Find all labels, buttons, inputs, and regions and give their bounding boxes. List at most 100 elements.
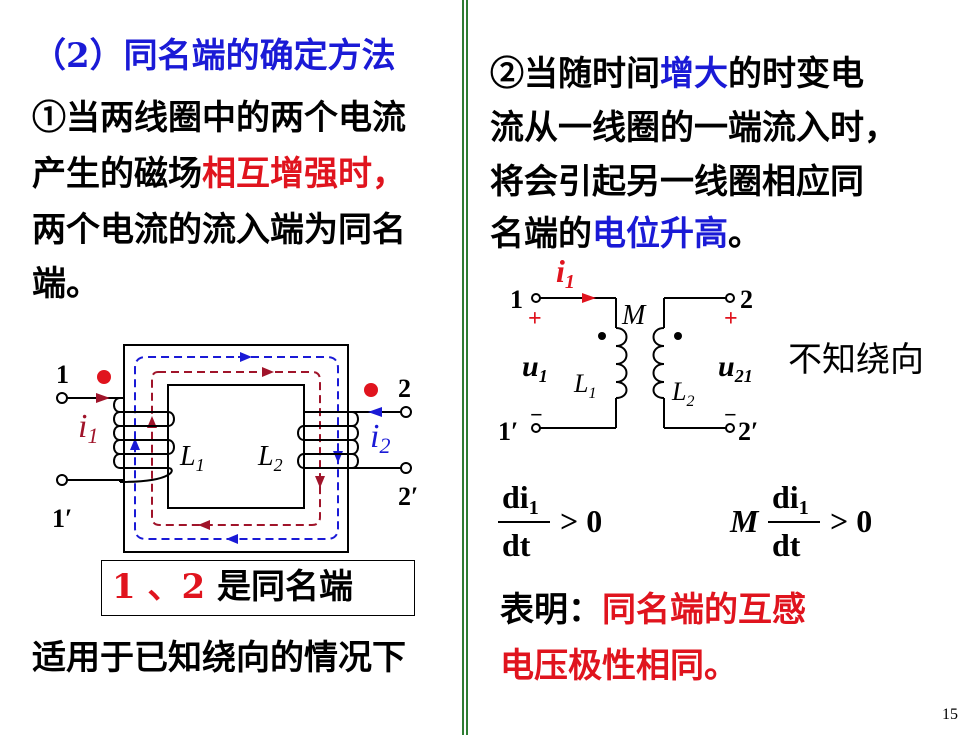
- i1-subscript: 1: [87, 423, 98, 448]
- highlight-potential-rise: 电位升高: [592, 214, 728, 254]
- L2-symbol: L: [257, 441, 274, 472]
- dot-terminal-box: [101, 560, 415, 616]
- label-plus-2: +: [724, 306, 738, 332]
- column-divider: [462, 0, 468, 735]
- flux-arrow-blue-bottom: [226, 534, 238, 544]
- i1-symbol: i: [78, 408, 87, 445]
- text-segment: 。: [728, 214, 762, 254]
- denominator-dt: dt: [502, 527, 531, 563]
- terminals-1-2: 1 、2: [112, 567, 217, 607]
- left-paragraph-line-2: 产生的磁场相互增强时，: [32, 148, 406, 200]
- u21-subscript: 21: [734, 366, 753, 386]
- polarity-dot-2: [364, 383, 378, 397]
- right-line-4: 名端的电位升高。: [490, 208, 762, 260]
- i1-subscript: 1: [565, 271, 575, 293]
- label-i1: i1: [556, 253, 575, 293]
- i2-subscript: 2: [379, 433, 390, 458]
- L2-symbol: L: [671, 377, 686, 406]
- label-L1: L1: [179, 441, 205, 475]
- greater-than-zero: > 0: [560, 503, 602, 539]
- terminal-2: [725, 293, 735, 303]
- label-u21: u21: [718, 350, 753, 386]
- L1-symbol: L: [573, 369, 588, 398]
- flux-arrow-blue-right: [333, 451, 343, 463]
- label-terminal-2: 2: [398, 374, 411, 403]
- i1-symbol: i: [556, 253, 565, 289]
- coil-L1: [615, 327, 628, 399]
- numerator-di1: di1: [502, 479, 539, 519]
- label-M: M: [621, 300, 647, 331]
- right-line-1: ②当随时间增大的时变电: [490, 48, 864, 100]
- polarity-dot-L2: [674, 332, 682, 340]
- di-symbol: di: [772, 479, 799, 515]
- i2-symbol: i: [370, 418, 379, 455]
- transformer-core-diagram: 1 1′ 2 2′ i1 i2 L1 L2: [52, 344, 418, 553]
- highlight-mutual-strengthen: 相互增强时，: [202, 154, 406, 194]
- left-paragraph-line-1: ①当两线圈中的两个电流: [32, 98, 406, 138]
- label-terminal-1-prime: 1′: [52, 504, 72, 533]
- L1-subscript: 1: [196, 455, 205, 475]
- greater-than-zero-2: > 0: [830, 503, 872, 539]
- label-terminal-2-prime: 2′: [738, 417, 758, 446]
- core-inner: [167, 384, 305, 509]
- label-terminal-1: 1: [510, 285, 523, 314]
- right-line-2: 流从一线圈的一端流入时，: [490, 108, 898, 148]
- text-segment: ②当随时间: [490, 54, 660, 94]
- section-heading: （2）同名端的确定方法: [32, 36, 396, 76]
- flux-arrow-red-bottom: [198, 520, 210, 530]
- terminal-2: [400, 406, 412, 418]
- label-i2: i2: [370, 418, 390, 458]
- terminal-1-prime: [56, 474, 68, 486]
- L2-subscript: 2: [686, 393, 694, 410]
- flux-arrow-red-top: [262, 367, 274, 377]
- page-number: 15: [942, 706, 958, 723]
- left-paragraph-line-3: 两个电流的流入端为同名: [32, 210, 406, 250]
- di-subscript: 1: [529, 497, 539, 519]
- text-segment: 产生的磁场: [32, 154, 202, 194]
- derivative-formulas: di1 dt > 0 M di1 dt > 0: [498, 479, 872, 563]
- label-plus-1: +: [528, 306, 542, 332]
- label-L1: L1: [573, 369, 596, 402]
- highlight-increase: 增大: [660, 54, 728, 94]
- conclusion-line-2: 电压极性相同。: [500, 646, 738, 686]
- current-arrow-i2: [368, 407, 382, 417]
- flux-arrow-blue-left: [130, 438, 140, 450]
- terminal-1: [531, 293, 541, 303]
- terminal-2-prime: [725, 423, 735, 433]
- polarity-dot-L1: [598, 332, 606, 340]
- di-subscript: 1: [799, 497, 809, 519]
- flux-arrow-red-right: [315, 476, 325, 488]
- mutual-M: M: [729, 503, 760, 539]
- label-i1: i1: [78, 408, 98, 448]
- boxed-text: 是同名端: [217, 567, 353, 607]
- flux-arrow-blue-top: [240, 352, 252, 362]
- current-arrow-i1: [582, 293, 596, 303]
- label-u1: u1: [522, 350, 548, 386]
- terminal-2-prime: [400, 462, 412, 474]
- left-footer-note: 适用于已知绕向的情况下: [32, 638, 406, 678]
- L2-subscript: 2: [274, 455, 283, 475]
- L1-symbol: L: [179, 441, 196, 472]
- u1-symbol: u: [522, 350, 539, 383]
- terminal-1: [56, 392, 68, 404]
- label-L2: L2: [257, 441, 283, 475]
- label-terminal-2: 2: [740, 285, 753, 314]
- L1-subscript: 1: [588, 385, 596, 402]
- mutual-inductance-circuit: 1 + 1′ − 2 + 2′ − i1 M u1 u21 L1 L2: [498, 253, 758, 446]
- conclusion-line-1: 表明：同名端的互感: [500, 584, 806, 636]
- label-terminal-1-prime: 1′: [498, 417, 518, 446]
- di-symbol: di: [502, 479, 529, 515]
- core-outer: [123, 344, 349, 553]
- label-minus-2: −: [724, 402, 737, 427]
- highlight-conclusion: 同名端的互感: [602, 590, 806, 630]
- u1-subscript: 1: [539, 366, 548, 386]
- text-segment: 表明：: [500, 590, 602, 630]
- label-minus-1: −: [530, 402, 543, 427]
- denominator-dt-2: dt: [772, 527, 801, 563]
- left-paragraph-line-4: 端。: [32, 264, 100, 304]
- label-terminal-2-prime: 2′: [398, 482, 418, 511]
- numerator-di1-2: di1: [772, 479, 809, 519]
- u21-symbol: u: [718, 350, 735, 383]
- right-line-3: 将会引起另一线圈相应同: [490, 162, 864, 202]
- polarity-dot-1: [97, 370, 111, 384]
